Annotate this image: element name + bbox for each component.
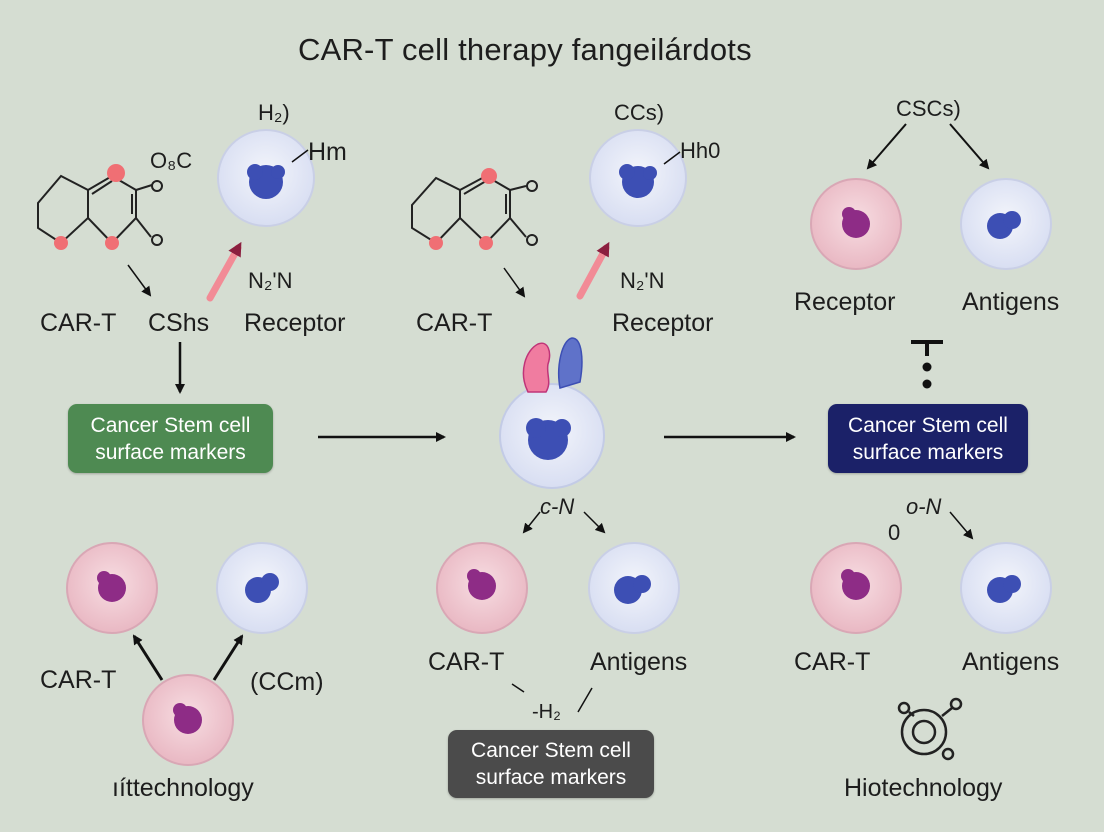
box-green-line2: surface markers	[95, 440, 246, 464]
label-ccs-top: CCs)	[614, 100, 665, 125]
blue-cell-bottom-right	[960, 542, 1052, 634]
box-gray-line1: Cancer Stem cell	[471, 739, 631, 762]
box-green-markers: Cancer Stem cell surface markers	[68, 404, 273, 473]
arrow-left-molecule	[127, 264, 152, 297]
box-gray-markers: Cancer Stem cell surface markers	[448, 730, 654, 798]
arrow-cn-left	[522, 511, 541, 534]
label-hiotechnology: Hiotechnology	[844, 774, 1003, 802]
arrow-up-right	[212, 634, 244, 681]
red-arrow-left	[206, 241, 242, 302]
label-o8c: O₈C	[150, 148, 193, 173]
center-stem-cell-icon	[499, 337, 605, 489]
tick-left	[511, 683, 525, 693]
label-antigens-1: Antigens	[962, 288, 1060, 316]
label-antigens-3: Antigens	[962, 648, 1060, 676]
blue-cell-top-right	[960, 178, 1052, 270]
diagram-title: CAR-T cell therapy fangeilárdots	[298, 32, 752, 67]
label-ccm: (CCm)	[250, 668, 324, 696]
pink-cell-bottom-right	[810, 542, 902, 634]
tick-right	[577, 687, 593, 713]
arrow-on-right	[949, 511, 974, 540]
label-cart-2: CAR-T	[416, 309, 493, 337]
box-green-line1: Cancer Stem cell	[90, 413, 251, 437]
pointer-hm	[291, 149, 309, 163]
blue-cell-bottom-left	[216, 542, 308, 634]
label-on-right: o-N	[906, 494, 942, 519]
label-cn-mid: c-N	[540, 494, 575, 519]
label-cart-1: CAR-T	[40, 309, 117, 337]
label-cshs: CShs	[148, 309, 210, 337]
molecule-mid-icon	[411, 168, 538, 250]
label-hh0: Hh0	[680, 138, 721, 163]
arrow-cn-right	[583, 511, 606, 534]
label-antigens-2: Antigens	[590, 648, 688, 676]
label-cart-3: CAR-T	[40, 666, 117, 694]
pointer-hh0	[663, 151, 681, 165]
red-arrow-mid	[576, 241, 610, 300]
box-navy-line2: surface markers	[852, 440, 1004, 464]
pink-cell-bottom-left-a	[66, 542, 158, 634]
label-o-small: 0	[888, 520, 901, 545]
label-n2n-left: N₂'N	[248, 268, 293, 293]
label-receptor-2: Receptor	[612, 309, 714, 337]
arrow-cscs-left	[866, 123, 907, 170]
pink-cell-bottom-mid	[436, 542, 528, 634]
arrow-mid-molecule	[503, 267, 526, 298]
pink-cell-top-right	[810, 178, 902, 270]
box-navy-line1: Cancer Stem cell	[848, 413, 1008, 437]
label-cart-5: CAR-T	[794, 648, 871, 676]
molecule-left-icon	[37, 164, 163, 250]
inhibitor-icon	[911, 340, 943, 389]
biotech-icon	[897, 697, 963, 761]
label-itechnology: ıíttechnology	[112, 774, 254, 802]
arrow-cscs-right	[949, 123, 990, 170]
blue-cell-top-left	[217, 129, 315, 227]
label-hm: Hm	[308, 138, 347, 166]
label-n2n-mid: N₂'N	[620, 268, 665, 293]
pink-cell-bottom-left-b	[142, 674, 234, 766]
label-receptor-3: Receptor	[794, 288, 896, 316]
arrow-up-left	[132, 634, 164, 681]
box-gray-line2: surface markers	[475, 766, 627, 789]
label-h2-top: H₂)	[258, 100, 290, 125]
label-cscs-top: CSCs)	[896, 96, 961, 121]
blue-cell-bottom-mid	[588, 542, 680, 634]
blue-cell-top-mid	[589, 129, 687, 227]
label-receptor-1: Receptor	[244, 309, 346, 337]
label-cart-4: CAR-T	[428, 648, 505, 676]
label-h2-bottom: -H₂	[532, 701, 561, 723]
box-navy-markers: Cancer Stem cell surface markers	[828, 404, 1028, 473]
